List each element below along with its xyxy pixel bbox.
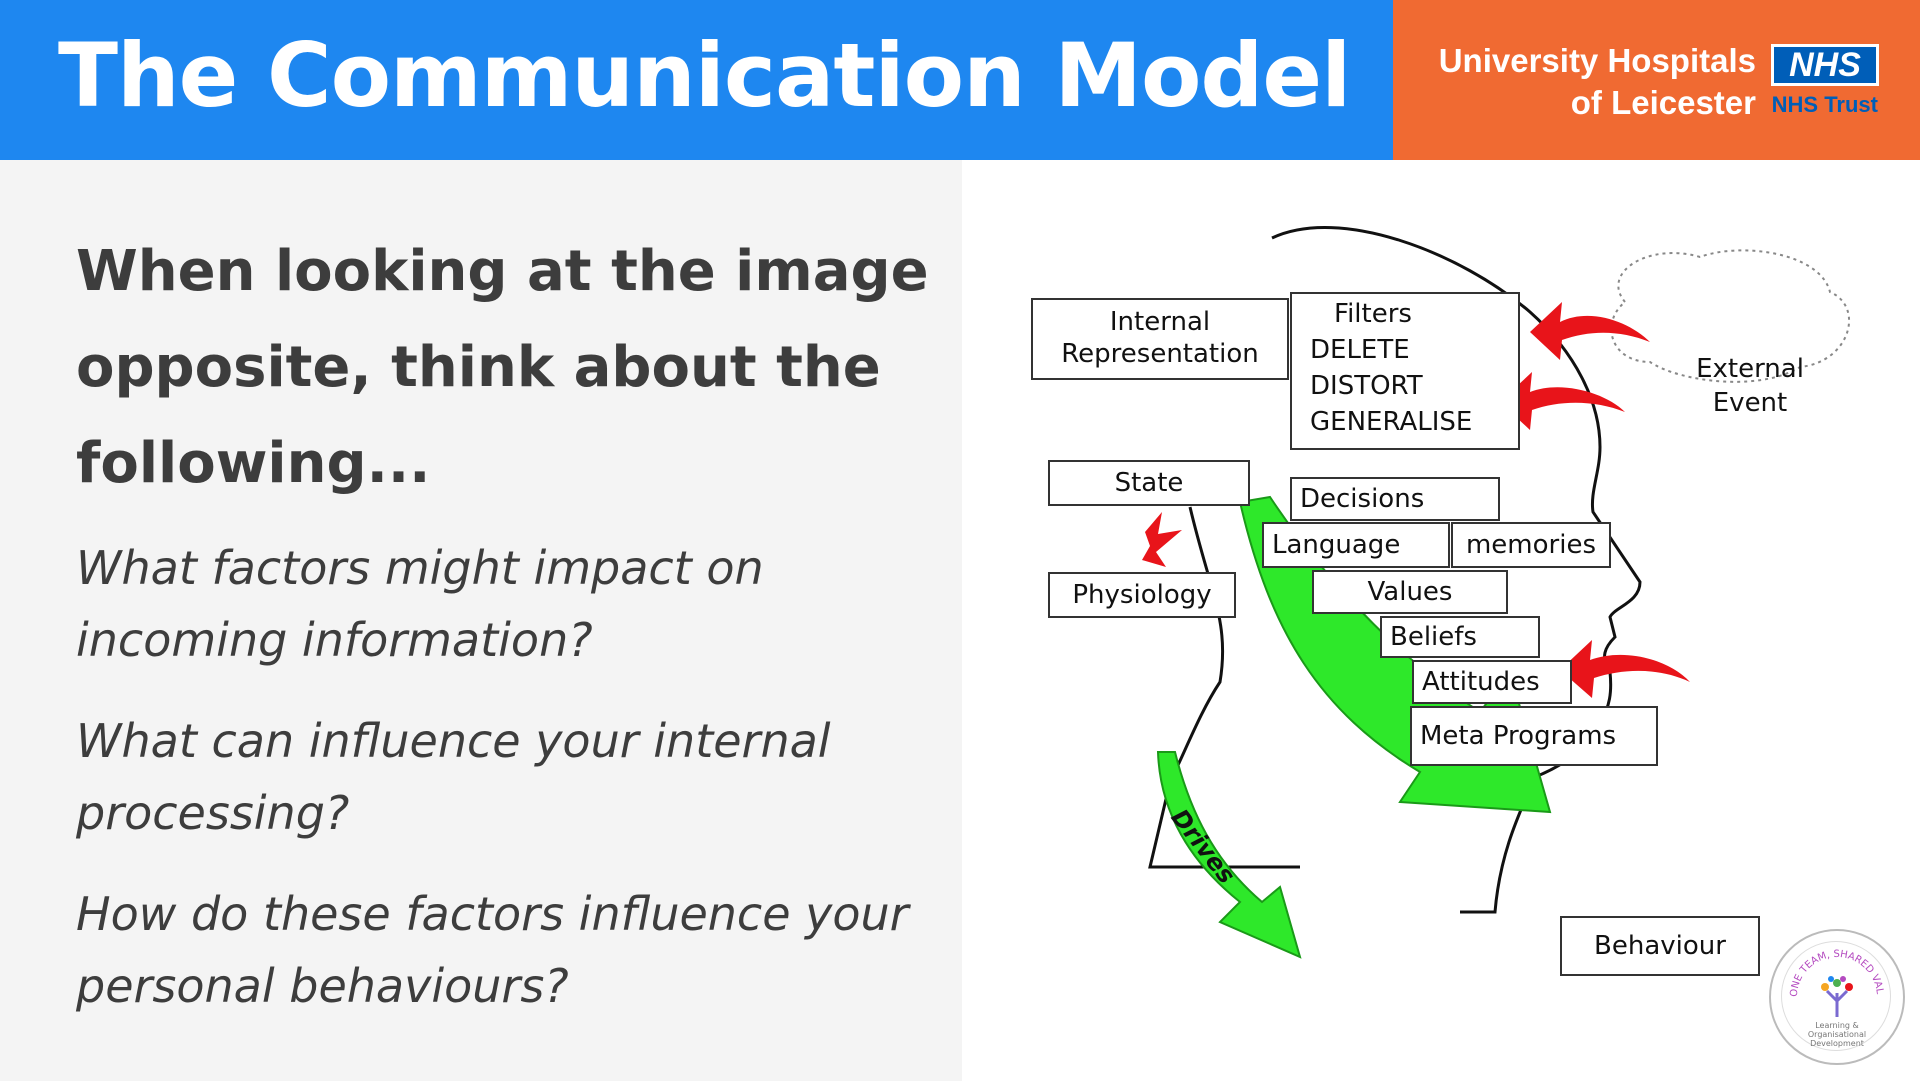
badge-caption: Learning & Organisational Development <box>1771 1021 1903 1048</box>
filters-box: Filters DELETE DISTORT GENERALISE <box>1290 292 1520 450</box>
filters-title: Filters <box>1334 299 1412 329</box>
memories-box: memories <box>1451 522 1611 568</box>
org-name-line2: of Leicester <box>1570 84 1756 121</box>
external-event-line2: Event <box>1712 388 1788 418</box>
attitudes-box: Attitudes <box>1412 660 1572 704</box>
filter-delete: DELETE <box>1310 335 1410 365</box>
question-2: What can influence your internal process… <box>76 714 831 840</box>
badge-graphic: ONE TEAM, SHARED VALUES <box>1771 931 1885 1017</box>
beliefs-label: Beliefs <box>1390 622 1477 652</box>
filter-distort: DISTORT <box>1310 371 1423 401</box>
one-team-shared-values-badge: ONE TEAM, SHARED VALUES Learning & Organ… <box>1769 929 1905 1065</box>
red-link-physiology <box>1142 512 1182 567</box>
internal-representation-label-2: Representation <box>1061 339 1259 369</box>
language-box: Language <box>1262 522 1450 568</box>
internal-representation-box: Internal Representation <box>1031 298 1289 380</box>
red-arrow-decisions <box>1500 372 1625 430</box>
physiology-box: Physiology <box>1048 572 1236 618</box>
state-box: State <box>1048 460 1250 506</box>
values-box: Values <box>1312 570 1508 614</box>
meta-programs-box: Meta Programs <box>1410 706 1658 766</box>
beliefs-box: Beliefs <box>1380 616 1540 658</box>
badge-caption-3: Development <box>1810 1039 1864 1048</box>
language-label: Language <box>1272 530 1401 560</box>
nhs-logo-text: NHS <box>1774 47 1876 83</box>
physiology-label: Physiology <box>1072 580 1212 610</box>
intro-text: When looking at the image opposite, thin… <box>76 239 929 496</box>
badge-caption-2: Organisational <box>1807 1030 1867 1039</box>
behaviour-label: Behaviour <box>1594 931 1726 961</box>
badge-caption-1: Learning & <box>1815 1021 1859 1030</box>
green-arrow-drives <box>1156 751 1302 959</box>
external-event-line1: External <box>1696 354 1804 384</box>
external-event-cloud <box>1610 249 1851 383</box>
external-event-label: External Event <box>1675 352 1825 420</box>
tree-icon <box>1825 989 1849 1017</box>
nhs-trust-label: NHS Trust <box>1771 92 1878 117</box>
attitudes-label: Attitudes <box>1422 667 1540 697</box>
filter-generalise: GENERALISE <box>1310 407 1473 437</box>
internal-representation-label-1: Internal <box>1109 307 1211 337</box>
badge-ring <box>1781 941 1891 1051</box>
communication-model-diagram: Internal Representation Filters DELETE D… <box>1000 212 1880 992</box>
org-name-line1: University Hospitals <box>1438 42 1756 79</box>
behaviour-box: Behaviour <box>1560 916 1760 976</box>
memories-label: memories <box>1465 530 1596 560</box>
nhs-logo: NHS <box>1771 44 1879 86</box>
decisions-label: Decisions <box>1300 484 1425 514</box>
red-arrow-attitudes <box>1560 640 1690 698</box>
meta-programs-label: Meta Programs <box>1420 721 1617 751</box>
text-panel: When looking at the image opposite, thin… <box>0 160 962 1081</box>
question-3: How do these factors influence your pers… <box>76 887 909 1013</box>
state-label: State <box>1114 468 1184 498</box>
values-label: Values <box>1367 577 1453 607</box>
red-arrow-filters <box>1530 302 1650 360</box>
decisions-box: Decisions <box>1290 477 1500 521</box>
question-1: What factors might impact on incoming in… <box>76 541 764 667</box>
header-bar: The Communication Model <box>0 0 1393 160</box>
page-title: The Communication Model <box>58 24 1351 127</box>
